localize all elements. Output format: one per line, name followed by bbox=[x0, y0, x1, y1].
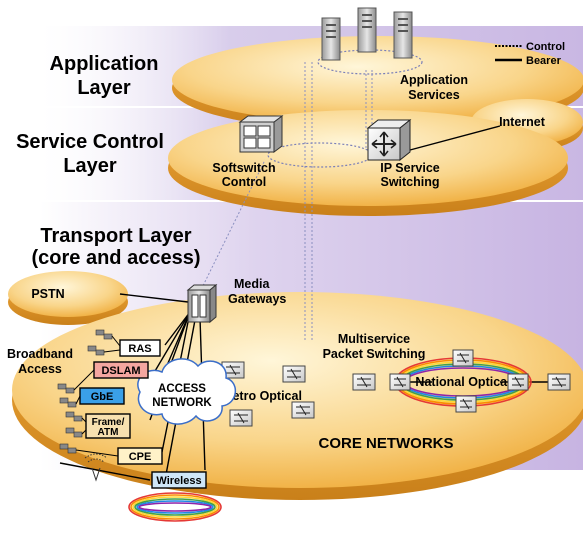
switch-icon bbox=[221, 361, 245, 379]
ras-label: RAS bbox=[128, 343, 151, 355]
ip-service-label-2: Switching bbox=[380, 175, 439, 189]
frame-label: Frame/ bbox=[92, 417, 125, 428]
application-layer-title-1: Application bbox=[50, 53, 159, 75]
application-services-label-1: Application bbox=[400, 73, 468, 87]
legend-bearer-label: Bearer bbox=[526, 55, 562, 67]
media-gateway-icon bbox=[186, 283, 218, 324]
switch-icon bbox=[229, 409, 253, 427]
media-gateways-label-2: Gateways bbox=[228, 292, 286, 306]
ip-service-label-1: IP Service bbox=[380, 161, 440, 175]
ip-switch-icon bbox=[366, 118, 412, 162]
internet-label: Internet bbox=[499, 115, 546, 129]
switch-icon bbox=[389, 373, 411, 391]
wireless-label: Wireless bbox=[156, 475, 201, 487]
switch-icon bbox=[547, 373, 571, 391]
switch-icon bbox=[282, 365, 306, 383]
pstn-disc bbox=[8, 271, 128, 325]
dslam-label: DSLAM bbox=[101, 365, 140, 377]
phone-icon bbox=[59, 397, 77, 408]
softswitch-label-1: Softswitch bbox=[212, 161, 275, 175]
switch-icon bbox=[507, 373, 529, 391]
cpe-box: CPE bbox=[117, 447, 163, 465]
media-gateways-label-1: Media bbox=[234, 277, 270, 291]
wireless-box: Wireless bbox=[151, 471, 207, 489]
antenna-icon bbox=[84, 453, 108, 482]
application-services-label-2: Services bbox=[408, 88, 459, 102]
frame-atm-box: Frame/ ATM bbox=[85, 413, 131, 439]
softswitch-label-2: Control bbox=[222, 175, 266, 189]
access-network-label-1: ACCESS bbox=[158, 383, 206, 395]
multiservice-label-1: Multiservice bbox=[338, 332, 410, 346]
phone-icons bbox=[57, 329, 113, 454]
service-control-title-2: Layer bbox=[63, 155, 117, 177]
cpe-label: CPE bbox=[129, 451, 152, 463]
legend: Control Bearer bbox=[495, 41, 565, 67]
server-icon bbox=[321, 7, 413, 61]
ras-box: RAS bbox=[119, 339, 161, 357]
metro-optical-label: Metro Optical bbox=[222, 389, 302, 403]
transport-title-1: Transport Layer bbox=[40, 225, 191, 247]
phone-icon bbox=[65, 427, 83, 438]
dslam-box: DSLAM bbox=[93, 361, 149, 379]
wireless-ring bbox=[128, 492, 222, 522]
control-links bbox=[195, 62, 373, 340]
broadband-label-2: Access bbox=[18, 362, 62, 376]
switch-icon bbox=[452, 349, 474, 367]
phone-icon bbox=[57, 383, 75, 394]
gbe-box: GbE bbox=[79, 387, 125, 405]
access-network-cloud: ACCESS NETWORK bbox=[137, 358, 236, 425]
gbe-label: GbE bbox=[91, 391, 114, 403]
switch-icon bbox=[291, 401, 315, 419]
broadband-label-1: Broadband bbox=[7, 347, 73, 361]
core-networks-label: CORE NETWORKS bbox=[319, 435, 454, 452]
national-optical-label: National Optical bbox=[415, 375, 510, 389]
legend-control-label: Control bbox=[526, 41, 565, 53]
multiservice-label-2: Packet Switching bbox=[323, 347, 426, 361]
pstn-label: PSTN bbox=[31, 287, 64, 301]
transport-title-2: (core and access) bbox=[32, 247, 201, 269]
access-network-label-2: NETWORK bbox=[152, 397, 212, 409]
service-control-title-1: Service Control bbox=[16, 131, 164, 153]
switch-nodes bbox=[221, 349, 571, 427]
application-layer-title-2: Layer bbox=[77, 77, 131, 99]
phone-lines bbox=[73, 335, 121, 457]
atm-label: ATM bbox=[98, 427, 119, 438]
softswitch-icon bbox=[238, 115, 284, 153]
switch-icon bbox=[455, 395, 477, 413]
switch-icon bbox=[352, 373, 376, 391]
phone-icon bbox=[87, 345, 105, 356]
